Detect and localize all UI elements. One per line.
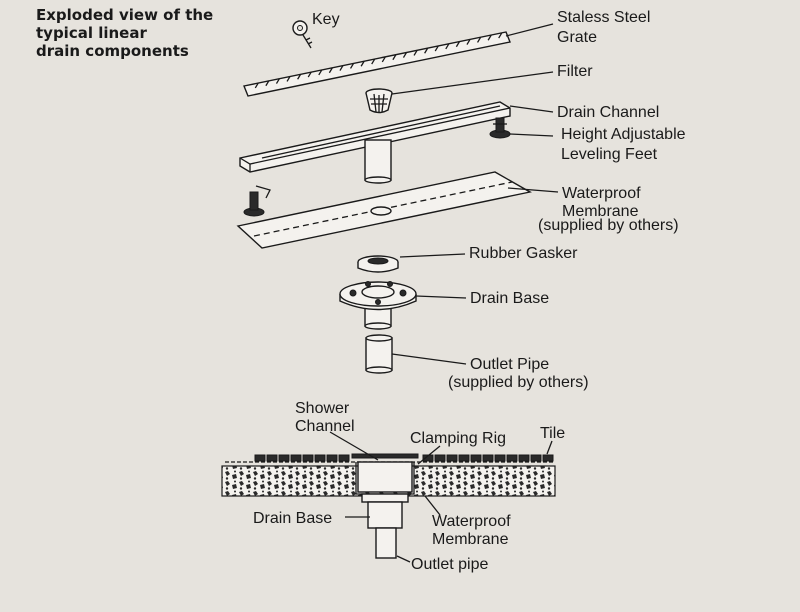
filter-label: Filter bbox=[557, 63, 593, 80]
tile bbox=[482, 454, 494, 462]
grate-slot bbox=[371, 58, 376, 65]
clamping-rig-label: Clamping Rig bbox=[410, 430, 506, 447]
rubber-gasket-label: Rubber Gasker bbox=[469, 245, 578, 262]
grate-slot bbox=[392, 54, 397, 61]
tile bbox=[290, 454, 302, 462]
section-drain-base-label: Drain Base bbox=[253, 510, 332, 527]
membrane-label-1: Waterproof bbox=[562, 185, 641, 202]
grate-slot bbox=[455, 41, 460, 48]
drain-channel-part bbox=[239, 101, 511, 184]
drain-base-part bbox=[339, 281, 417, 330]
tile bbox=[446, 454, 458, 462]
grate-slot bbox=[318, 69, 323, 76]
membrane-part bbox=[236, 171, 532, 249]
grate-slot bbox=[349, 63, 355, 69]
leveling-foot-left bbox=[243, 185, 271, 217]
grate-slot bbox=[466, 39, 471, 45]
key-label: Key bbox=[312, 11, 340, 28]
tile bbox=[434, 454, 446, 462]
grate-part bbox=[243, 31, 511, 97]
tile bbox=[458, 454, 470, 462]
diagram-title: Exploded view of the typical linear drai… bbox=[36, 6, 256, 60]
title-line-2: typical linear bbox=[36, 24, 147, 42]
tile bbox=[254, 454, 266, 462]
title-line-3: drain components bbox=[36, 42, 189, 60]
shower-channel-label-2: Channel bbox=[295, 418, 355, 435]
tile bbox=[326, 454, 338, 462]
grate-slot bbox=[402, 52, 408, 58]
section-outlet-label: Outlet pipe bbox=[411, 556, 488, 573]
shower-channel-label-1: Shower bbox=[295, 400, 350, 417]
leveling-label-1: Height Adjustable bbox=[561, 126, 686, 143]
outlet-label-2: (supplied by others) bbox=[448, 374, 589, 391]
key-part bbox=[292, 20, 313, 49]
tile bbox=[530, 454, 542, 462]
grate-slot bbox=[286, 76, 291, 82]
section-membrane-label-1: Waterproof bbox=[432, 513, 511, 530]
tile bbox=[314, 454, 326, 462]
rubber-gasket-part bbox=[357, 255, 399, 273]
grate-slot bbox=[498, 32, 503, 39]
grate-slot bbox=[307, 71, 312, 78]
grate-slot bbox=[254, 82, 259, 89]
grate-slot bbox=[476, 37, 482, 43]
grate-slot bbox=[381, 56, 386, 63]
drain-base-label: Drain Base bbox=[470, 290, 549, 307]
membrane-label-2: Membrane bbox=[562, 203, 639, 220]
grate-slot bbox=[275, 78, 281, 84]
filter-part bbox=[365, 88, 393, 114]
tile bbox=[302, 454, 314, 462]
tile bbox=[266, 454, 278, 462]
grate-slot bbox=[413, 50, 418, 56]
grate-slot bbox=[424, 47, 429, 54]
grate-label-1: Staless Steel bbox=[557, 9, 650, 26]
tile bbox=[542, 454, 554, 462]
drain-channel-label: Drain Channel bbox=[557, 104, 659, 121]
section-membrane-label-2: Membrane bbox=[432, 531, 509, 548]
cross-section bbox=[221, 453, 556, 559]
grate-slot bbox=[297, 73, 302, 80]
grate-slot bbox=[487, 34, 492, 41]
outlet-label-1: Outlet Pipe bbox=[470, 356, 549, 373]
grate-label-2: Grate bbox=[557, 29, 597, 46]
tile bbox=[338, 454, 350, 462]
tile bbox=[494, 454, 506, 462]
grate-slot bbox=[265, 80, 270, 87]
grate-slot bbox=[445, 43, 450, 50]
grate-slot bbox=[339, 65, 344, 71]
grate-slot bbox=[328, 67, 333, 74]
tile bbox=[278, 454, 290, 462]
tile bbox=[506, 454, 518, 462]
grate-slot bbox=[434, 45, 439, 52]
title-line-1: Exploded view of the bbox=[36, 6, 214, 24]
tile-label: Tile bbox=[540, 425, 565, 442]
tile bbox=[518, 454, 530, 462]
outlet-pipe-part bbox=[365, 334, 393, 374]
leveling-label-2: Leveling Feet bbox=[561, 146, 658, 163]
leveling-foot-right bbox=[489, 117, 511, 139]
tile bbox=[470, 454, 482, 462]
membrane-label-3: (supplied by others) bbox=[538, 217, 679, 234]
grate-slot bbox=[360, 60, 365, 67]
